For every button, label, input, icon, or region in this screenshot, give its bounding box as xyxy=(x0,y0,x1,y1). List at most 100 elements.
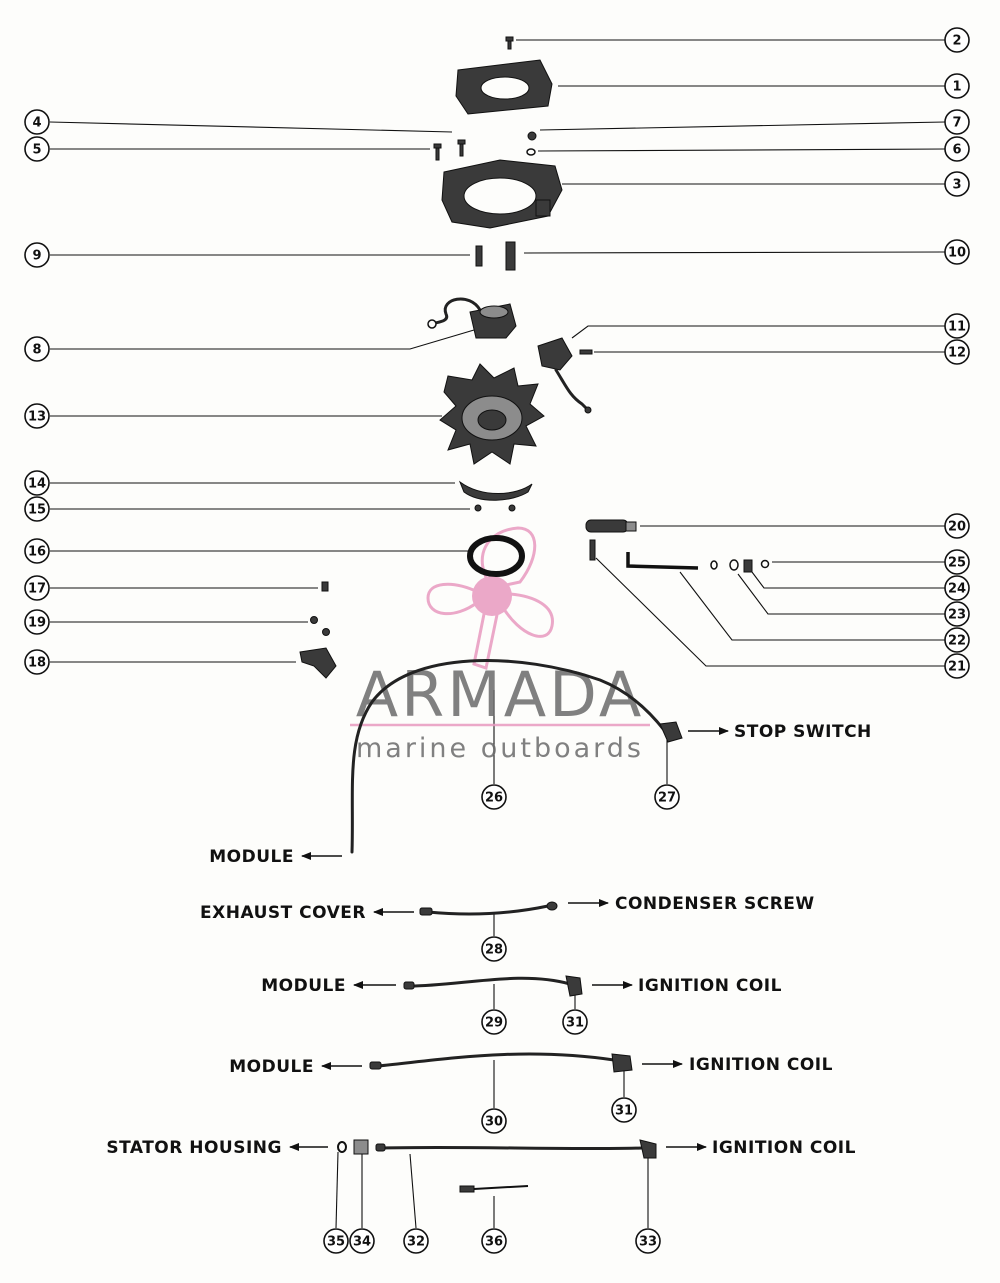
callout-c32: 32 xyxy=(403,1228,429,1254)
callout-number: 1 xyxy=(952,80,961,95)
callout-circle xyxy=(635,1228,661,1254)
label-stop-switch: STOP SWITCH xyxy=(734,722,872,742)
callout-c25: 25 xyxy=(944,549,970,575)
callout-circle xyxy=(349,1228,375,1254)
callout-number: 19 xyxy=(28,616,46,631)
callout-circle xyxy=(611,1097,637,1123)
callout-number: 4 xyxy=(32,116,41,131)
part-23-washer-a xyxy=(710,560,718,570)
part-32-lead xyxy=(375,1139,657,1159)
callout-circle xyxy=(944,627,970,653)
callout-circle xyxy=(24,575,50,601)
callout-number: 5 xyxy=(32,143,41,158)
callout-number: 28 xyxy=(485,943,503,958)
callout-number: 16 xyxy=(28,545,46,560)
routing-arrows xyxy=(289,727,729,1151)
part-4-screw xyxy=(457,139,466,157)
part-30-lead xyxy=(369,1052,633,1073)
callout-number: 36 xyxy=(485,1235,503,1250)
callout-number: 34 xyxy=(353,1235,371,1250)
callout-number: 23 xyxy=(948,608,966,623)
callout-circle xyxy=(562,1009,588,1035)
callout-c26: 26 xyxy=(481,784,507,810)
part-34-grommet xyxy=(353,1139,369,1155)
callout-c29: 29 xyxy=(481,1009,507,1035)
part-15-screw xyxy=(474,504,482,512)
callout-c21: 21 xyxy=(944,653,970,679)
part-20-grip xyxy=(585,519,637,533)
callout-c4: 4 xyxy=(24,109,50,135)
callout-c33: 33 xyxy=(635,1228,661,1254)
label-exhaust-cover: EXHAUST COVER xyxy=(200,903,366,923)
callout-number: 20 xyxy=(948,520,966,535)
callout-number: 26 xyxy=(485,791,503,806)
leader-lines xyxy=(49,39,946,1229)
callout-circle xyxy=(481,1228,507,1254)
parts xyxy=(299,36,770,1193)
callout-c31b: 31 xyxy=(611,1097,637,1123)
callout-circle xyxy=(944,109,970,135)
part-7-nut xyxy=(527,131,537,141)
part-19-nut-b xyxy=(322,628,330,636)
callout-number: 18 xyxy=(28,656,46,671)
callout-c18: 18 xyxy=(24,649,50,675)
label-condenser-screw: CONDENSER SCREW xyxy=(615,894,815,914)
label-ignition-coil-2: IGNITION COIL xyxy=(689,1055,833,1075)
callout-number: 17 xyxy=(28,582,46,597)
callout-c22: 22 xyxy=(944,627,970,653)
part-15-screw-b xyxy=(508,504,516,512)
part-16-ring xyxy=(467,535,525,577)
callout-circle xyxy=(481,1009,507,1035)
callout-circle xyxy=(944,339,970,365)
callout-circle xyxy=(481,936,507,962)
callout-circle xyxy=(944,601,970,627)
callout-circle xyxy=(24,470,50,496)
callout-number: 11 xyxy=(948,320,966,335)
callout-c7: 7 xyxy=(944,109,970,135)
label-module-2: MODULE xyxy=(261,976,346,996)
callout-number: 10 xyxy=(948,246,966,261)
callout-c5: 5 xyxy=(24,136,50,162)
callout-number: 6 xyxy=(952,143,961,158)
watermark-brand: ARMADA xyxy=(356,658,644,731)
callout-number: 33 xyxy=(639,1235,657,1250)
callout-c27: 27 xyxy=(654,784,680,810)
part-24-nut xyxy=(743,559,753,573)
part-33-boot xyxy=(639,1139,657,1159)
part-19-nut xyxy=(310,616,318,624)
part-22-rod xyxy=(626,552,699,570)
callout-number: 32 xyxy=(407,1235,425,1250)
callout-number: 22 xyxy=(948,634,966,649)
label-stator-housing: STATOR HOUSING xyxy=(106,1138,282,1158)
callout-c31a: 31 xyxy=(562,1009,588,1035)
callout-circle xyxy=(654,784,680,810)
part-9-key xyxy=(475,245,483,267)
part-27-terminal xyxy=(659,721,683,743)
callout-c15: 15 xyxy=(24,496,50,522)
part-36-tie xyxy=(459,1185,529,1193)
callout-number: 15 xyxy=(28,503,46,518)
callout-number: 13 xyxy=(28,410,46,425)
label-module-1: MODULE xyxy=(209,847,294,867)
callout-c19: 19 xyxy=(24,609,50,635)
callout-c23: 23 xyxy=(944,601,970,627)
part-14-retainer xyxy=(458,480,533,501)
callout-c6: 6 xyxy=(944,136,970,162)
label-module-3: MODULE xyxy=(229,1057,314,1077)
part-8-coil xyxy=(427,297,517,339)
part-21-screw xyxy=(589,539,596,561)
callout-circle xyxy=(944,27,970,53)
callout-number: 9 xyxy=(32,249,41,264)
part-31-boot-a xyxy=(565,975,583,997)
callout-number: 27 xyxy=(658,791,676,806)
callout-circle xyxy=(24,403,50,429)
callout-circle xyxy=(481,1108,507,1134)
callout-circle xyxy=(944,239,970,265)
callout-c11: 11 xyxy=(944,313,970,339)
callout-c12: 12 xyxy=(944,339,970,365)
callout-number: 21 xyxy=(948,660,966,675)
part-2-screw xyxy=(505,36,514,50)
